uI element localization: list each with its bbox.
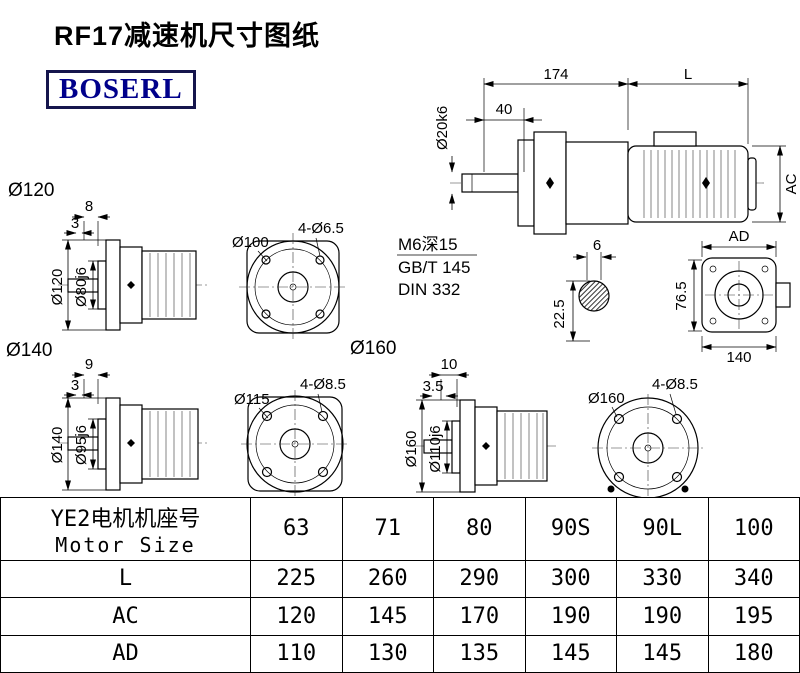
dim-key-width-label: 6 [593,237,601,254]
flange-140-group: Ø140 9 3 Ø140 Ø95j6 [6,340,349,496]
size-col-1: 71 [341,497,434,561]
page-title: RF17减速机尺寸图纸 [54,21,321,51]
cell: 170 [433,597,526,636]
size-col-4: 90L [616,497,709,561]
table-header-row: YE2电机机座号 Motor Size 63 71 80 90S 90L 100 [0,497,800,561]
cell: 300 [524,559,617,599]
dim-AC-label: AC [783,173,800,194]
motor-size-header-cn: YE2电机机座号 [50,506,201,532]
cell: 110 [250,634,343,673]
size-col-3: 90S [524,497,617,561]
row-label: L [0,559,251,599]
brand-logo: BOSERL [46,70,196,109]
cell: 290 [433,559,526,599]
table-row-L: L 225 260 290 300 330 340 [0,559,800,599]
dim-key-depth-label: 22.5 [551,299,568,328]
output-flange-view: AD 76.5 140 [673,228,791,366]
flange-120-dim-bolt-circle: Ø100 [232,234,269,251]
cell: 130 [341,634,434,673]
flange-160-dim-a: 10 [441,356,458,373]
flange-120-title: Ø120 [8,180,54,201]
shaft-section-view: 6 22.5 [551,237,616,342]
dim-174-label: 174 [543,66,568,83]
cell: 195 [707,597,800,636]
dim-AD-label: AD [729,228,750,245]
cell: 190 [616,597,709,636]
cell: 120 [250,597,343,636]
cell: 145 [341,597,434,636]
flange-160-group: Ø160 10 3.5 Ø160 Ø110j6 [350,338,704,497]
row-label: AD [0,634,251,673]
motor-size-header-en: Motor Size [55,532,196,557]
cell: 340 [707,559,800,599]
cell: 145 [616,634,709,673]
size-col-5: 100 [707,497,800,561]
flange-160-dim-outer: Ø160 [403,431,420,468]
cell: 330 [616,559,709,599]
motor-size-header: YE2电机机座号 Motor Size [0,497,251,561]
dim-shaft-dia-label: Ø20k6 [434,106,451,150]
cell: 180 [707,634,800,673]
note-gb: GB/T 145 [398,258,470,277]
flange-160-dim-b: 3.5 [423,378,444,395]
cell: 145 [524,634,617,673]
flange-160-dim-spigot: Ø110j6 [427,425,444,472]
flange-140-dim-bolt-circle: Ø115 [234,391,270,408]
size-col-2: 80 [433,497,526,561]
cell: 260 [341,559,434,599]
flange-140-dim-outer: Ø140 [49,427,66,464]
cell: 135 [433,634,526,673]
dimension-table: YE2电机机座号 Motor Size 63 71 80 90S 90L 100… [0,497,800,673]
dim-40-label: 40 [496,101,513,118]
flange-140-dim-b: 3 [71,377,79,394]
flange-160-title: Ø160 [350,338,396,359]
flange-160-dim-holes: 4-Ø8.5 [652,376,698,393]
size-col-0: 63 [250,497,343,561]
technical-drawing: 174 L 40 Ø20k6 AC M6深15 GB/T 145 DIN 332… [6,66,800,497]
flange-140-dim-holes: 4-Ø8.5 [300,376,346,393]
flange-120-group: Ø120 8 3 Ø120 Ø80j6 [8,180,347,341]
table-row-AD: AD 110 130 135 145 145 180 [0,634,800,673]
table-row-AC: AC 120 145 170 190 190 195 [0,597,800,636]
flange-140-dim-a: 9 [85,356,93,373]
flange-120-dim-b: 3 [71,215,79,232]
dimension-table-wrap: YE2电机机座号 Motor Size 63 71 80 90S 90L 100… [0,497,800,673]
note-thread: M6深15 [398,235,458,254]
dim-L-label: L [684,66,692,83]
thread-notes: M6深15 GB/T 145 DIN 332 [397,235,477,299]
row-label: AC [0,597,251,636]
dim-flange-h-label: 76.5 [673,281,690,310]
flange-120-dim-holes: 4-Ø6.5 [298,220,344,237]
flange-160-dim-bolt-circle: Ø160 [588,390,625,407]
flange-140-title: Ø140 [6,340,52,361]
cell: 225 [250,559,343,599]
note-din: DIN 332 [398,280,460,299]
cell: 190 [524,597,617,636]
dim-flange-w-label: 140 [726,349,751,366]
flange-120-dim-outer: Ø120 [49,269,66,306]
flange-140-dim-spigot: Ø95j6 [73,425,90,465]
flange-120-dim-spigot: Ø80j6 [73,267,90,307]
assembly-view: 174 L 40 Ø20k6 AC [434,66,800,235]
flange-120-dim-a: 8 [85,198,93,215]
